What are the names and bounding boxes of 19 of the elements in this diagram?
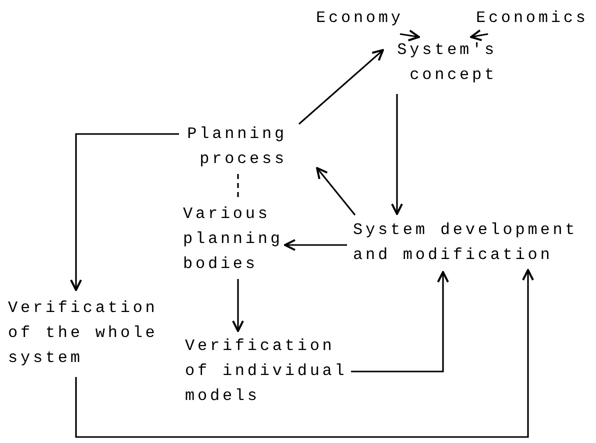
node-label: Verification of the whole system — [8, 296, 168, 371]
arrow — [70, 133, 179, 291]
arrow — [351, 271, 449, 372]
node-label: Planning process — [183, 122, 287, 172]
arrow — [400, 30, 420, 42]
node-label: System development and modification — [353, 218, 589, 268]
arrow — [391, 94, 403, 215]
arrow — [75, 269, 534, 438]
arrow — [316, 167, 356, 216]
node-label: Economy — [316, 6, 408, 31]
node-label: System's concept — [393, 38, 497, 88]
arrow — [232, 279, 244, 332]
arrow — [284, 239, 347, 251]
node-label: Various planning bodies — [183, 202, 289, 277]
dashed-connector — [237, 174, 239, 200]
node-label: Verification of individual models — [185, 334, 357, 409]
arrow — [298, 49, 384, 125]
node-label: Economics — [476, 6, 594, 31]
arrow — [470, 29, 488, 42]
